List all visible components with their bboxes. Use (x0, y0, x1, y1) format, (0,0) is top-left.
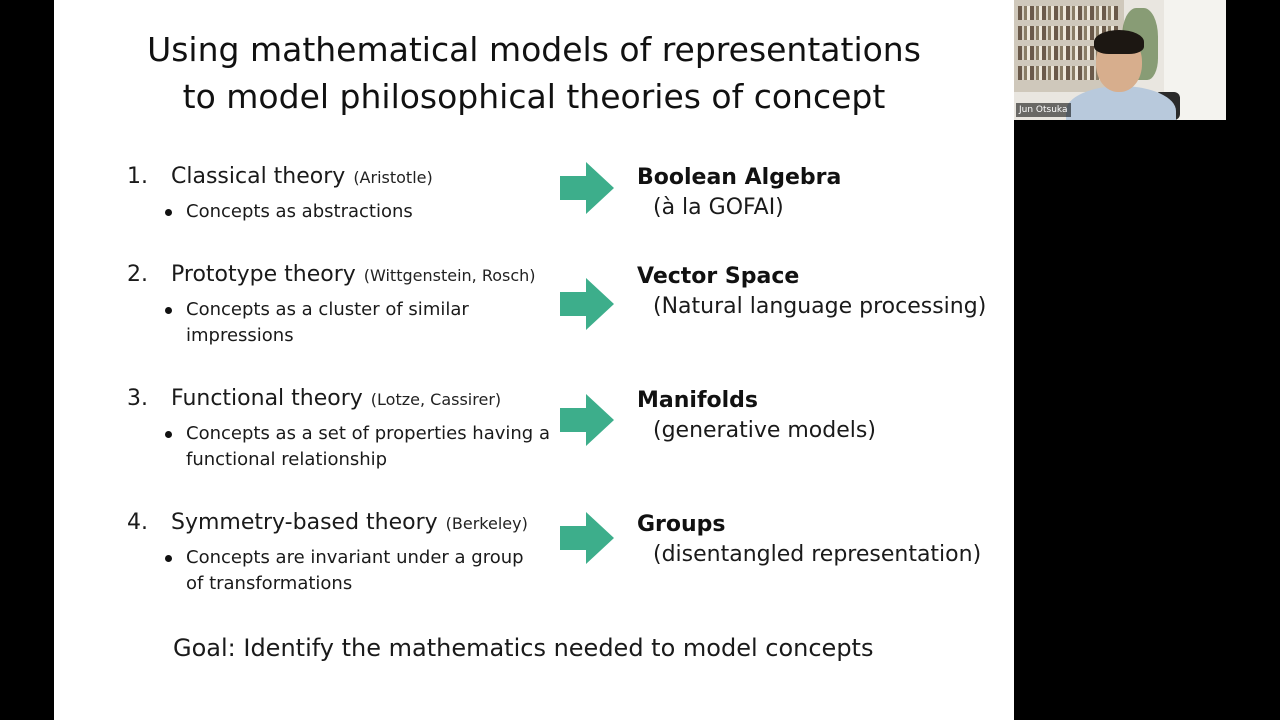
arrow-right-icon (560, 162, 614, 214)
model-block-1: Boolean Algebra (à la GOFAI) (637, 163, 841, 223)
theory-item-1: 1. Classical theory (Aristotle) Concepts a… (127, 162, 567, 225)
model-block-2: Vector Space (Natural language processin… (637, 262, 986, 322)
model-note: (disentangled representation) (653, 542, 982, 567)
model-name: Vector Space (637, 264, 800, 289)
bookshelf-row (1018, 6, 1118, 20)
theory-name: Symmetry-based theory (171, 510, 438, 535)
theory-heading: 3. Functional theory (Lotze, Cassirer) (127, 384, 567, 415)
theory-name: Prototype theory (171, 262, 356, 287)
bookshelf-row (1018, 46, 1118, 60)
theory-number: 3. (127, 386, 148, 411)
bookshelf-row (1018, 26, 1118, 40)
model-note: (à la GOFAI) (653, 195, 784, 220)
arrow-right-icon (560, 512, 614, 564)
arrow-right-icon (560, 394, 614, 446)
theory-number: 2. (127, 262, 148, 287)
arrow-shape (560, 394, 614, 446)
theory-authors: (Wittgenstein, Rosch) (363, 266, 536, 285)
theory-heading: 4. Symmetry-based theory (Berkeley) (127, 508, 567, 539)
model-note: (generative models) (653, 418, 876, 443)
model-block-3: Manifolds (generative models) (637, 386, 876, 446)
theory-bullet: Concepts are invariant under a group of … (165, 545, 546, 597)
model-name: Groups (637, 512, 726, 537)
theory-item-3: 3. Functional theory (Lotze, Cassirer) Con… (127, 384, 567, 473)
theory-heading: 2. Prototype theory (Wittgenstein, Rosch) (127, 260, 567, 291)
slide-title: Using mathematical models of representat… (54, 26, 1014, 120)
theory-authors: (Aristotle) (353, 168, 433, 187)
theory-authors: (Berkeley) (445, 514, 528, 533)
slide-goal: Goal: Identify the mathematics needed to… (173, 634, 874, 662)
participant-name-label: Jun Otsuka (1016, 103, 1071, 117)
theory-number: 4. (127, 510, 148, 535)
model-name: Manifolds (637, 388, 759, 413)
model-block-4: Groups (disentangled representation) (637, 510, 981, 570)
theory-item-4: 4. Symmetry-based theory (Berkeley) Concep… (127, 508, 567, 597)
participant-hair (1094, 30, 1144, 54)
arrow-right-icon (560, 278, 614, 330)
theory-authors: (Lotze, Cassirer) (370, 390, 502, 409)
theory-bullet: Concepts as a cluster of similar impress… (165, 297, 516, 349)
arrow-shape (560, 278, 614, 330)
model-note: (Natural language processing) (653, 294, 987, 319)
arrow-shape (560, 162, 614, 214)
theory-heading: 1. Classical theory (Aristotle) (127, 162, 567, 193)
slide-title-line-1: Using mathematical models of representat… (147, 30, 921, 69)
theory-name: Functional theory (171, 386, 363, 411)
bookshelf-row (1018, 66, 1118, 80)
slide-title-line-2: to model philosophical theories of conce… (182, 77, 886, 116)
theory-item-2: 2.Prototype theory(Wittgenstein, Rosch) … (127, 260, 567, 349)
presentation-slide: Using mathematical models of representat… (54, 0, 1014, 720)
model-name: Boolean Algebra (637, 165, 842, 190)
theory-bullet: Concepts as abstractions (165, 199, 567, 225)
arrow-shape (560, 512, 614, 564)
theory-name: Classical theory (171, 164, 346, 189)
theory-bullet: Concepts as a set of properties having a… (165, 421, 556, 473)
theory-number: 1. (127, 164, 148, 189)
participant-video-tile[interactable]: Jun Otsuka (1014, 0, 1226, 120)
